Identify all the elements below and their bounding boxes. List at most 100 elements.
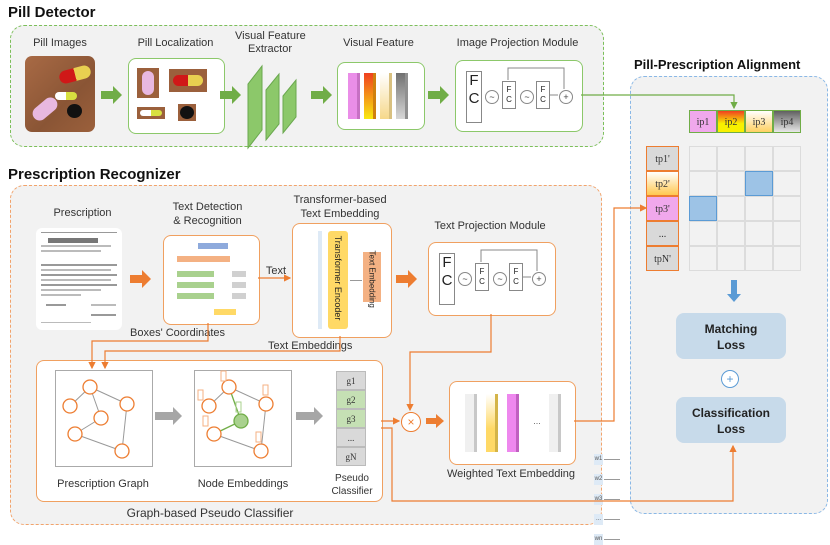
visual-feature-label: Visual Feature [343,37,414,49]
matrix-cell [717,196,745,221]
matched-cell [689,196,717,221]
graph-classifier-label: Graph-based Pseudo Classifier [126,506,294,520]
crop-black-pill [178,104,196,121]
matrix-cell [689,246,717,271]
pill-images-photo [25,56,95,132]
text-embedding-block: Text Embedding [363,251,381,308]
detected-box [232,293,246,299]
pseudo-class-cell: gN [336,447,366,466]
fc-text: C [506,95,512,104]
visual-feature-box [337,62,425,130]
text-token-cell: tp2' [646,171,679,196]
add-icon: + [559,90,573,104]
classification-loss-line2: Loss [716,422,745,436]
matrix-cell [689,221,717,246]
add-icon: + [532,272,546,286]
fc-text: C [479,277,485,286]
detected-box [177,282,214,288]
arrow-icon [101,86,122,104]
multiply-icon: × [401,412,421,432]
feature-bar-cream [380,73,392,119]
crop-red-capsule [169,69,207,92]
matrix-cell [689,146,717,171]
classification-loss-line1: Classification [691,406,771,420]
text-projection-label: Text Projection Module [434,220,546,232]
matrix-cell [745,221,773,246]
pseudo-class-cell: g1 [336,371,366,390]
matrix-cell [745,246,773,271]
pseudo-class-cell: ... [336,428,366,447]
transformer-label-line1: Transformer-based [293,194,387,206]
token-connector [604,499,620,500]
fc-text: C [513,277,519,286]
detected-box [198,243,228,249]
token-connector [604,479,620,480]
fc-text: C [540,95,546,104]
node-embeddings-label: Node Embeddings [197,478,289,490]
token-connector [604,519,620,520]
residual-lines [480,67,565,278]
connector [350,280,362,281]
activation-icon: ~ [493,272,507,286]
ellipsis: ... [533,416,541,426]
detected-box [214,309,236,315]
fc-text: C [468,90,480,107]
feature-bar-gray [396,73,408,119]
weighted-embedding-label: Weighted Text Embedding [446,468,575,480]
fc-text: F [479,267,485,276]
prescription-graph-label: Prescription Graph [57,478,149,490]
matrix-cell [717,246,745,271]
matrix-cell [717,146,745,171]
matrix-cell [717,221,745,246]
transformer-encoder: Transformer Encoder [328,231,348,329]
image-projection-label: Image Projection Module [456,37,579,49]
detected-box [232,282,246,288]
image-token-cell: ip3 [745,110,773,133]
text-detection-box [163,235,260,325]
matrix-cell [773,146,801,171]
text-arrow-label: Text [265,265,287,277]
feature-bar-red-yellow [364,73,376,119]
pseudo-class-cell: g2 [336,390,366,409]
matrix-cell [773,246,801,271]
pill-detector-title: Pill Detector [8,4,96,21]
activation-icon: ~ [485,90,499,104]
plus-icon: + [721,370,739,388]
extractor-layers-icon [247,64,297,150]
fc-text: F [506,85,512,94]
boxes-coordinates-label: Boxes' Coordinates [130,327,226,339]
matrix-cell [717,171,745,196]
white-yellow-capsule [55,92,77,100]
arrow-icon [220,86,241,104]
prescription-recognizer-title: Prescription Recognizer [8,166,181,183]
prescription-label: Prescription [53,207,112,219]
text-token-cell: tp1' [646,146,679,171]
green-flow-arrows [101,86,449,104]
token: w1 [594,454,603,465]
embedding-bar-gray [465,394,477,452]
matrix-cell [745,146,773,171]
black-pill [67,104,82,118]
text-token-cell: tpN' [646,246,679,271]
token: w2 [594,474,603,485]
text-detection-line2: & Recognition [173,215,242,227]
fc-text: F [513,267,519,276]
text-detection-label: Text Detection& Recognition [160,200,255,228]
matching-loss-line2: Loss [716,338,745,352]
extractor-label-line2: Extractor [247,43,292,55]
pill-localization-label: Pill Localization [137,37,214,49]
token: ... [594,514,603,525]
activation-icon: ~ [458,272,472,286]
alignment-title: Pill-Prescription Alignment [634,57,801,72]
detected-box [232,271,246,277]
fc-text: F [540,85,546,94]
image-token-cell: ip4 [773,110,801,133]
